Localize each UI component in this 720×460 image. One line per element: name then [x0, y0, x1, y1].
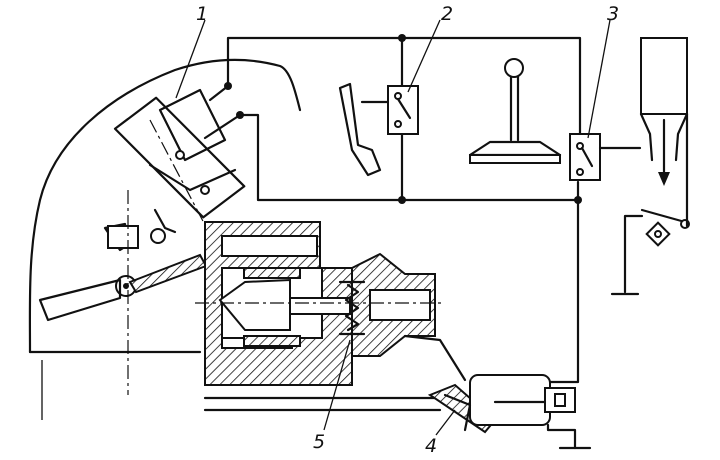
shift-fork [38, 190, 208, 395]
callout-5: 5 [313, 431, 325, 453]
cylinder-body [195, 221, 532, 412]
callout-1: 1 [196, 3, 208, 25]
housing-outline [28, 58, 302, 420]
callout-2: 2 [441, 3, 453, 25]
gear-lever [468, 58, 562, 164]
valve-4 [403, 334, 592, 450]
spring-5 [338, 280, 366, 336]
callout-3: 3 [607, 3, 619, 25]
actuator-right [610, 37, 690, 296]
switch-2 [338, 82, 419, 177]
callout-4: 4 [425, 435, 437, 457]
leader-lines [175, 19, 611, 436]
lever-assembly [113, 88, 246, 234]
switch-3 [569, 133, 642, 181]
